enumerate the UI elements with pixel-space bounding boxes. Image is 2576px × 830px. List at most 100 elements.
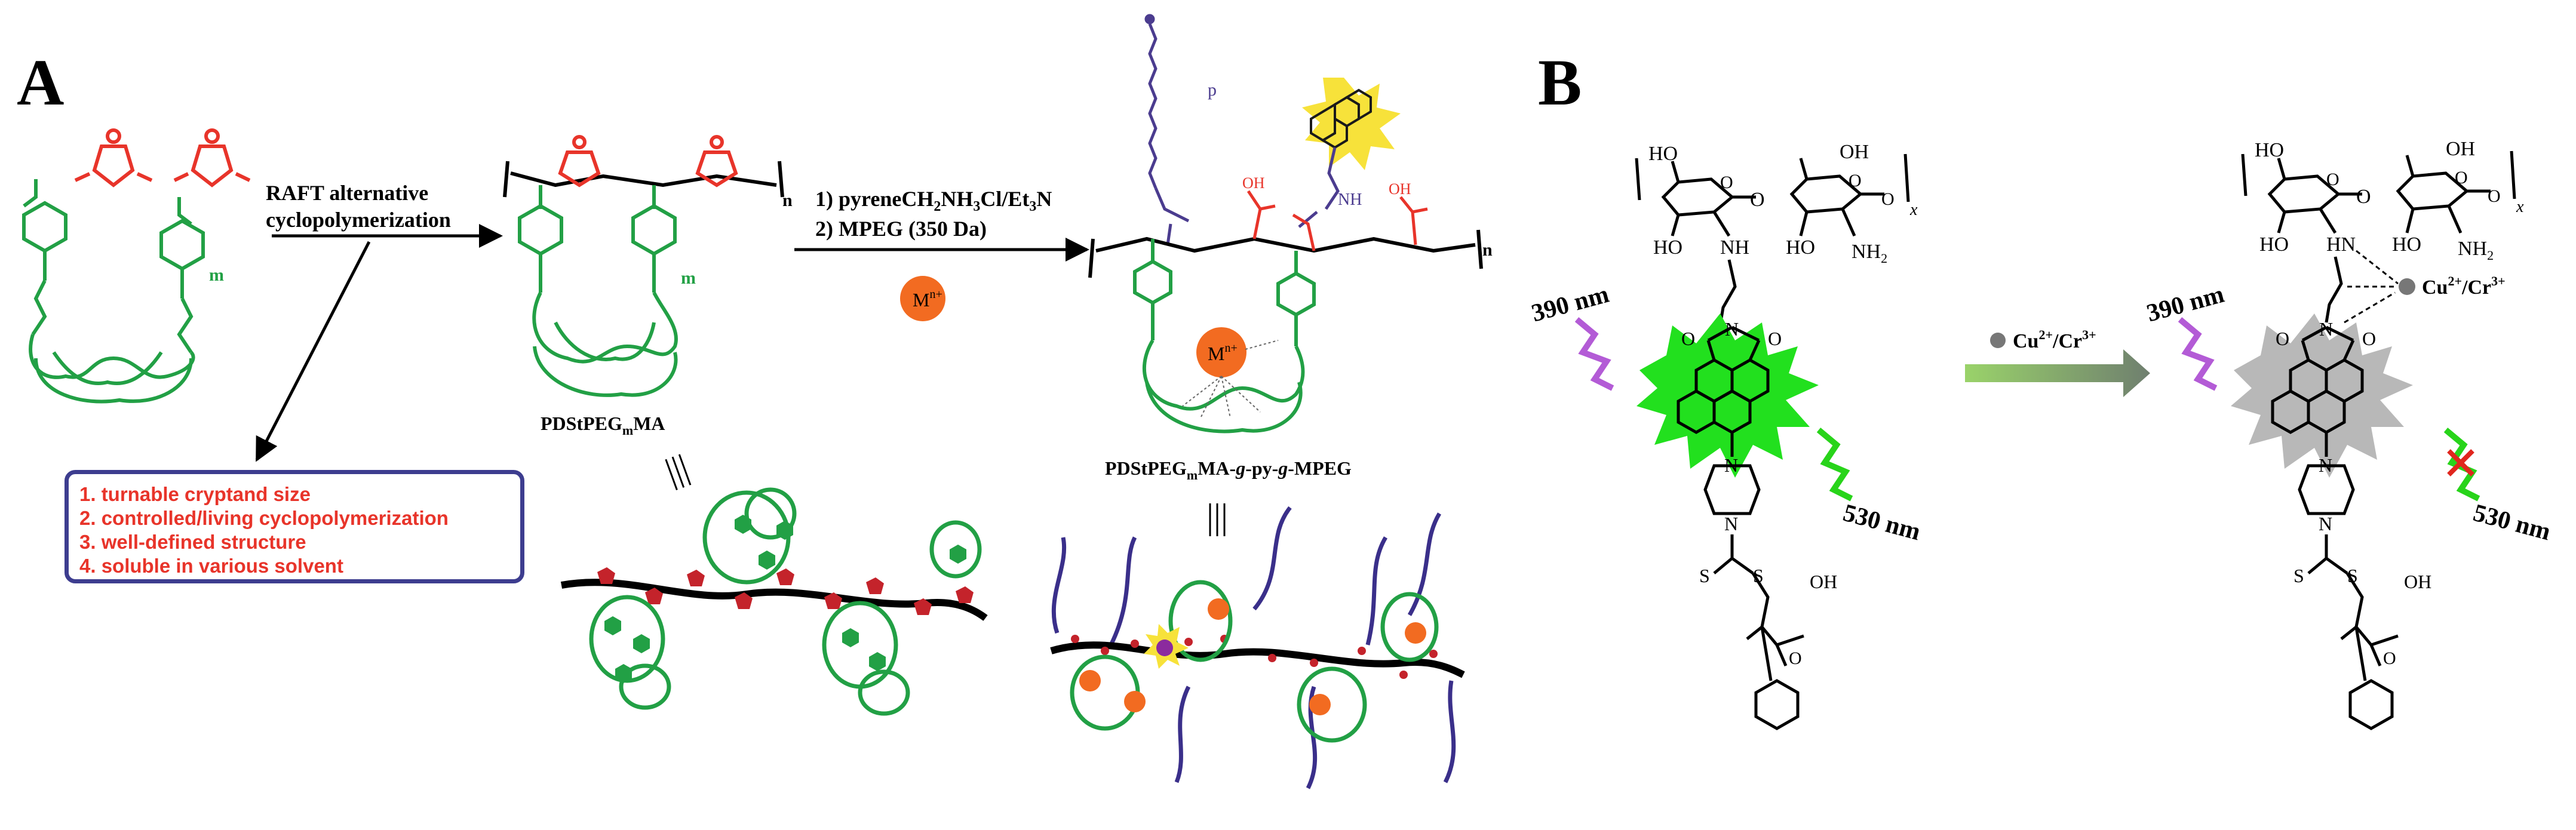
feature-item-2: 2. controlled/living cyclopolymerization (79, 507, 449, 529)
right-o-acid: O (2383, 648, 2396, 668)
right-nh2: NH2 (2458, 238, 2494, 263)
panel-a-letter: A (17, 46, 64, 119)
polymer1-name: PDStPEGmMA (541, 413, 665, 438)
left-ho-bottom: HO (1653, 236, 1682, 259)
left-nh2: NH2 (1852, 241, 1887, 266)
feature-item-3: 3. well-defined structure (79, 531, 306, 553)
polymer2-crown (1133, 239, 1316, 434)
left-pip-n2: N (1724, 513, 1738, 534)
polymer2-nh-label: NH (1338, 190, 1362, 209)
polymer1-anhydrides (558, 135, 738, 187)
left-ho-top: HO (1648, 143, 1678, 165)
left-linker (1718, 259, 1737, 326)
step2-label-line2: 2) MPEG (350 Da) (815, 217, 987, 241)
left-o-ring1: O (1720, 173, 1733, 192)
naphthalimide-left (1677, 325, 1770, 457)
features-pointer-arrow (255, 241, 371, 462)
left-ho-bottom2: HO (1786, 236, 1815, 259)
piperazine-right (2298, 464, 2399, 730)
right-oh-acid: OH (2404, 571, 2431, 592)
polymer2-pyrene-linker (1298, 147, 1340, 228)
emission-blocked-icon (2447, 449, 2474, 477)
right-s2: S (2347, 565, 2358, 586)
ion-on-molecule: Cu2+/Cr3+ (2399, 273, 2506, 299)
polymer1-equals: ||| (660, 447, 693, 491)
quench-arrow (1965, 349, 2150, 397)
left-o-link: O (1750, 189, 1765, 211)
right-carbonyl-o2: O (2362, 328, 2376, 349)
naphthalimide-glow-green (1637, 313, 1819, 478)
right-ho-bottom: HO (2259, 233, 2289, 256)
emission-wave-left (1816, 428, 1853, 502)
left-carbonyl-o2: O (1768, 328, 1782, 349)
ion-label-arrow: Cu2+/Cr3+ (1990, 327, 2096, 352)
right-oh-top: OH (2446, 138, 2475, 160)
feature-item-4: 4. soluble in various solvent (79, 555, 343, 577)
right-hn: HN (2326, 233, 2356, 256)
right-o-ring1: O (2326, 170, 2339, 189)
feature-item-1: 1. turnable cryptand size (79, 483, 311, 505)
left-s2: S (1753, 565, 1764, 586)
left-x: x (1909, 201, 1918, 219)
polymer2-name: PDStPEGmMA-g-py-g-MPEG (1105, 457, 1352, 482)
polymer1-backbone (503, 161, 784, 198)
svg-text:Mn+: Mn+ (913, 288, 942, 311)
right-imide-n: N (2319, 318, 2333, 340)
polymer1-cartoon (560, 487, 988, 716)
maleic-anhydride-right (173, 128, 251, 187)
polymer2-cooh-2: OH (1389, 180, 1411, 198)
polymer2-backbone (1088, 229, 1483, 278)
left-oh-top: OH (1840, 141, 1869, 163)
svg-text:Cu2+/Cr3+: Cu2+/Cr3+ (2422, 273, 2506, 299)
right-ho-bottom2: HO (2392, 233, 2421, 256)
step1-label-line2: cyclopolymerization (266, 208, 451, 232)
polymer1-crown (518, 185, 678, 397)
svg-text:Cu2+/Cr3+: Cu2+/Cr3+ (2013, 327, 2096, 352)
right-s1: S (2293, 565, 2304, 586)
polymer2-subscript-n: n (1482, 240, 1493, 260)
excitation-wave-left (1574, 317, 1614, 391)
right-ho-top: HO (2255, 139, 2284, 161)
maleic-anhydride-left (74, 128, 153, 187)
right-o-ring2: O (2455, 168, 2468, 187)
polymer2-subscript-p: p (1208, 80, 1217, 100)
left-pip-n1: N (1724, 454, 1738, 476)
polymer1-subscript-n: n (782, 190, 793, 210)
monomer-subscript-m: m (209, 265, 224, 285)
naphthalimide-glow-gray (2231, 313, 2413, 478)
polymer2-acids (1246, 190, 1428, 251)
left-nh: NH (1720, 236, 1749, 259)
right-pip-n1: N (2319, 454, 2332, 476)
excitation-wave-right (2178, 317, 2218, 391)
excitation-label-left: 390 nm (1528, 281, 1611, 328)
chitosan-right (2241, 150, 2516, 234)
right-coordination (2344, 250, 2399, 324)
right-o-link: O (2356, 186, 2371, 208)
left-carbonyl-o1: O (1681, 328, 1695, 349)
monomer-crown (22, 179, 205, 404)
features-box: 1. turnable cryptand size 2. controlled/… (65, 470, 524, 583)
piperazine-left (1703, 464, 1804, 730)
left-oh-acid: OH (1810, 571, 1837, 592)
step1-label-line1: RAFT alternative (266, 181, 428, 205)
left-o-end: O (1881, 189, 1895, 209)
left-s1: S (1699, 565, 1710, 586)
panel-b-letter: B (1538, 46, 1582, 119)
left-o-ring2: O (1849, 171, 1862, 190)
metal-ion: Mn+ (900, 276, 945, 321)
right-o-end: O (2488, 186, 2501, 206)
polymer1-subscript-m: m (681, 268, 696, 288)
naphthalimide-right (2271, 325, 2364, 457)
chitosan-left (1635, 153, 1910, 237)
polymer2-metal-bound: Mn+ (1182, 327, 1279, 419)
svg-text:Mn+: Mn+ (1208, 342, 1238, 364)
emission-label-right: 530 nm (2470, 499, 2553, 546)
left-imide-n: N (1725, 318, 1739, 340)
right-carbonyl-o1: O (2276, 328, 2289, 349)
right-x: x (2516, 198, 2524, 216)
left-o-acid: O (1789, 648, 1802, 668)
polymer2-cartoon (1050, 506, 1465, 789)
right-linker (2325, 256, 2343, 323)
polymer2-equals: ||| (1206, 497, 1228, 536)
